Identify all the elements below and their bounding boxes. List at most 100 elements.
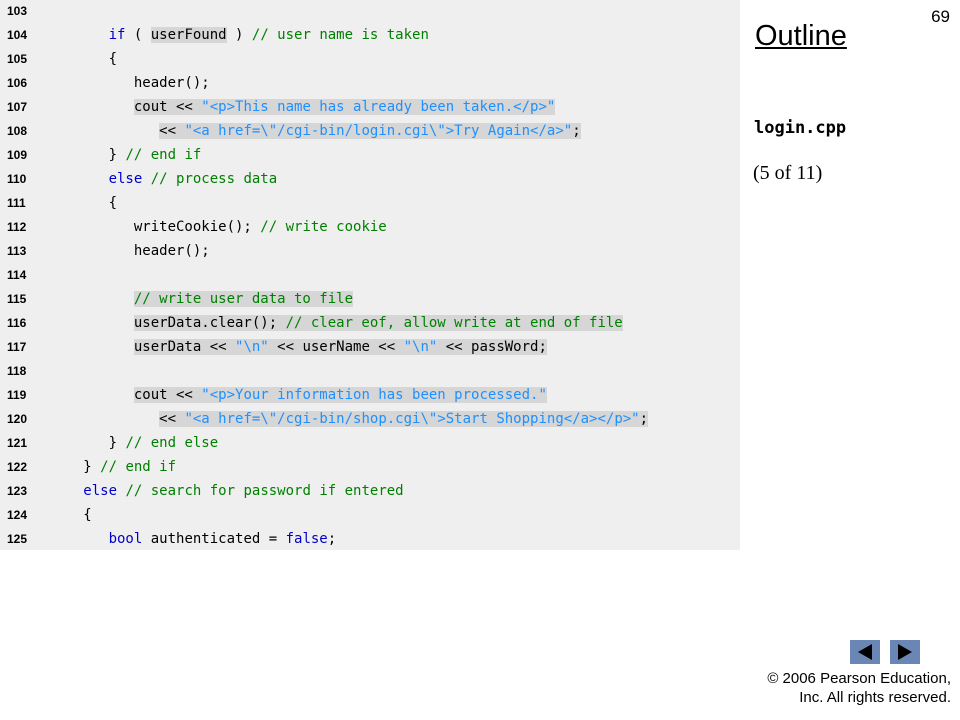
line-number: 107 <box>7 100 28 114</box>
code-text: header(); <box>58 72 210 94</box>
triangle-left-icon <box>858 644 872 660</box>
code-line: 108 << "<a href=\"/cgi-bin/login.cgi\">T… <box>0 120 740 142</box>
code-token: ; <box>639 411 649 427</box>
code-line: 104 if ( userFound ) // user name is tak… <box>0 24 740 46</box>
code-token: writeCookie(); <box>58 219 261 235</box>
code-text: } // end if <box>58 144 202 166</box>
code-token: "<p>This name has already been taken.</p… <box>201 99 556 115</box>
line-number: 122 <box>7 460 28 474</box>
code-text: else // process data <box>58 168 278 190</box>
code-line: 125 bool authenticated = false; <box>0 528 740 550</box>
line-number: 117 <box>7 340 27 354</box>
code-token: } <box>58 147 126 163</box>
code-token: "\n" <box>235 339 269 355</box>
code-line: 111 { <box>0 192 740 214</box>
code-line: 115 // write user data to file <box>0 288 740 310</box>
code-text: userData.clear(); // clear eof, allow wr… <box>58 312 623 334</box>
code-token <box>58 27 109 43</box>
line-number: 125 <box>7 532 28 546</box>
code-token: ; <box>572 123 581 139</box>
code-token <box>58 387 134 403</box>
code-token <box>58 531 109 547</box>
code-token: << <box>159 411 185 427</box>
code-token <box>142 171 150 187</box>
file-name: login.cpp <box>754 118 847 138</box>
code-text: cout << "<p>Your information has been pr… <box>58 384 547 406</box>
code-line: 114 <box>0 264 740 286</box>
code-token <box>58 99 134 115</box>
code-token: userData << <box>133 339 236 355</box>
code-token: "\n" <box>403 339 438 355</box>
code-token: // end if <box>100 459 177 475</box>
previous-slide-button[interactable] <box>850 640 880 664</box>
code-line: 119 cout << "<p>Your information has bee… <box>0 384 740 406</box>
line-number: 105 <box>7 52 28 66</box>
code-token <box>58 411 159 427</box>
code-token: // write cookie <box>260 219 387 235</box>
code-token: authenticated = <box>142 531 286 547</box>
code-text: else // search for password if entered <box>58 480 404 502</box>
line-number: 106 <box>7 76 28 90</box>
code-token: ; <box>327 531 337 547</box>
code-line: 103 <box>0 0 740 22</box>
code-text: << "<a href=\"/cgi-bin/login.cgi\">Try A… <box>58 120 581 142</box>
part-indicator: (5 of 11) <box>753 162 823 184</box>
line-number: 110 <box>7 172 27 186</box>
triangle-right-icon <box>898 644 912 660</box>
code-line: 107 cout << "<p>This name has already be… <box>0 96 740 118</box>
line-number: 113 <box>7 244 27 258</box>
line-number: 123 <box>7 484 28 498</box>
code-token: // search for password if entered <box>125 483 404 499</box>
line-number: 124 <box>7 508 28 522</box>
code-token: // clear eof, allow write at end of file <box>285 315 623 331</box>
line-number: 109 <box>7 148 28 162</box>
code-token: false <box>285 531 328 547</box>
line-number: 104 <box>7 28 28 42</box>
code-token: if <box>108 27 126 43</box>
outline-link[interactable]: Outline <box>755 20 847 52</box>
code-line: 109 } // end if <box>0 144 740 166</box>
line-number: 121 <box>7 436 28 450</box>
code-token: userData.clear(); <box>133 315 286 331</box>
code-text: writeCookie(); // write cookie <box>58 216 387 238</box>
code-token <box>58 291 134 307</box>
code-text: header(); <box>58 240 210 262</box>
code-text: // write user data to file <box>58 288 354 310</box>
code-line: 105 { <box>0 48 740 70</box>
line-number: 103 <box>7 4 28 18</box>
line-number: 114 <box>7 268 27 282</box>
code-line: 116 userData.clear(); // clear eof, allo… <box>0 312 740 334</box>
line-number: 112 <box>7 220 27 234</box>
code-line: 112 writeCookie(); // write cookie <box>0 216 740 238</box>
code-token: << userName << <box>268 339 404 355</box>
code-token <box>58 171 109 187</box>
code-token: // write user data to file <box>133 291 354 307</box>
code-text: } // end if <box>58 456 176 478</box>
line-number: 108 <box>7 124 28 138</box>
code-token: cout << <box>133 99 202 115</box>
code-listing: 103 104 if ( userFound ) // user name is … <box>0 0 740 550</box>
line-number: 118 <box>7 364 27 378</box>
code-line: 113 header(); <box>0 240 740 262</box>
code-line: 124 { <box>0 504 740 526</box>
code-line: 122 } // end if <box>0 456 740 478</box>
copyright-notice: © 2006 Pearson Education, Inc. All right… <box>767 669 951 707</box>
code-token: << <box>159 123 185 139</box>
code-text: userData << "\n" << userName << "\n" << … <box>58 336 547 358</box>
copyright-line-1: © 2006 Pearson Education, <box>767 670 951 687</box>
code-token: header(); <box>58 243 210 259</box>
code-token: { <box>58 507 92 523</box>
code-token: // end else <box>125 435 219 451</box>
code-line: 123 else // search for password if enter… <box>0 480 740 502</box>
code-token: "<p>Your information has been processed.… <box>201 387 547 403</box>
code-token: << passWord; <box>437 339 547 355</box>
code-text: << "<a href=\"/cgi-bin/shop.cgi\">Start … <box>58 408 649 430</box>
code-text: { <box>58 48 117 70</box>
code-line: 121 } // end else <box>0 432 740 454</box>
code-token: "<a href=\"/cgi-bin/login.cgi\">Try Agai… <box>184 123 573 139</box>
copyright-line-2: Inc. All rights reserved. <box>799 689 951 706</box>
code-token: { <box>58 51 118 67</box>
next-slide-button[interactable] <box>890 640 920 664</box>
code-token: bool <box>108 531 143 547</box>
code-token: // end if <box>125 147 202 163</box>
